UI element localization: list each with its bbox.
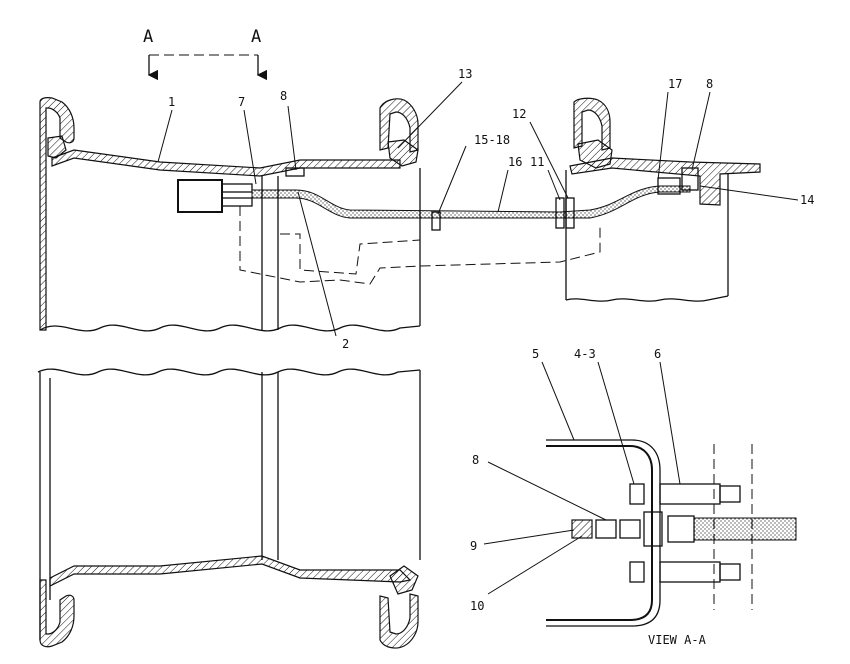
leader-10: [487, 535, 583, 595]
view-a-a-detail: [546, 439, 797, 627]
valve-stem-upper: [221, 183, 253, 193]
wheel-rim-lower: [37, 368, 421, 649]
stud-6-upper-tip: [719, 485, 741, 503]
connector-detail: [667, 515, 695, 543]
lower-lock-ring: [389, 565, 419, 595]
callout-1: 1: [168, 95, 175, 109]
bracket-5: [546, 445, 653, 621]
leader-15-18: [437, 145, 467, 215]
callout-13: 13: [458, 67, 472, 81]
leader-8a: [287, 105, 297, 171]
leader-6: [659, 361, 681, 485]
lower-rim-base-shell: [49, 555, 412, 587]
hose-assembly: [239, 167, 699, 285]
valve-housing: [177, 179, 223, 213]
callout-6: 6: [654, 347, 661, 361]
leader-lines: [157, 81, 799, 595]
stud-6-upper: [659, 483, 721, 505]
leader-11: [547, 169, 561, 201]
section-mark-right: A: [251, 27, 261, 47]
leader-14: [699, 185, 799, 201]
fitting-8a: [285, 167, 305, 177]
leader-8b: [691, 91, 711, 171]
callout-4-3: 4-3: [574, 347, 596, 361]
leader-16: [497, 169, 509, 213]
leader-17: [657, 91, 669, 181]
fitting-11: [555, 197, 565, 229]
nut-4-3-upper: [629, 483, 645, 505]
rim-base-shell: [51, 149, 401, 177]
bracket-5-outer: [546, 439, 661, 627]
callout-15-18: 15-18: [474, 133, 510, 147]
section-mark: A A: [143, 27, 268, 81]
callout-16: 16: [508, 155, 522, 169]
nut-4-3-lower: [629, 561, 645, 583]
callout-10: 10: [470, 599, 484, 613]
callout-12: 12: [512, 107, 526, 121]
leader-4-3: [597, 361, 635, 485]
stud-6-lower-tip: [719, 563, 741, 581]
air-tube: [251, 185, 691, 219]
leader-8c: [487, 461, 607, 521]
leader-1: [157, 109, 173, 163]
callout-14: 14: [800, 193, 814, 207]
callout-8-right: 8: [706, 77, 713, 91]
break-line-lower: [37, 368, 421, 376]
leader-12: [529, 121, 569, 199]
fitting-8c: [619, 519, 641, 539]
lock-ring-left: [47, 135, 67, 159]
callout-8-detail: 8: [472, 453, 479, 467]
lock-ring-right: [387, 139, 419, 167]
fitting-17: [657, 177, 681, 195]
mount-bracket-inner: [280, 233, 421, 275]
valve-9: [595, 519, 617, 539]
callout-11: 11: [530, 155, 544, 169]
bulkhead-fitting: [643, 511, 663, 547]
leader-5: [541, 361, 575, 441]
valve-stem-lower: [221, 197, 253, 207]
callout-5: 5: [532, 347, 539, 361]
leader-7: [243, 109, 257, 185]
callout-17: 17: [668, 77, 682, 91]
leader-9: [483, 529, 575, 545]
callout-2: 2: [342, 337, 349, 351]
rim-flange-right: [379, 98, 419, 153]
rim-flange-left: [39, 97, 75, 331]
rim-flange-right-2: [573, 97, 611, 151]
callout-9: 9: [470, 539, 477, 553]
section-mark-left: A: [143, 27, 153, 47]
leader-13: [397, 81, 463, 149]
stud-6-lower: [659, 561, 721, 583]
clip-15-18: [431, 211, 441, 231]
callout-8: 8: [280, 89, 287, 103]
cap-10: [571, 519, 593, 539]
mount-bracket-outline: [239, 206, 601, 285]
lower-flange-left: [39, 579, 75, 648]
rim-base-shell-right: [569, 157, 761, 206]
lower-flange-right: [379, 593, 419, 649]
break-line-right: [565, 295, 729, 302]
callout-labels: 1 7 8 13 15-18 16 11 12 17 8 14 2 5 4-3 …: [168, 67, 814, 647]
air-tube-detail: [693, 517, 797, 541]
wheel-rim-upper-left: [39, 97, 421, 332]
view-label: VIEW A-A: [648, 633, 707, 647]
leader-2: [297, 191, 337, 337]
callout-7: 7: [238, 95, 245, 109]
break-line-upper: [39, 324, 421, 332]
wheel-rim-upper-right: [565, 97, 761, 302]
